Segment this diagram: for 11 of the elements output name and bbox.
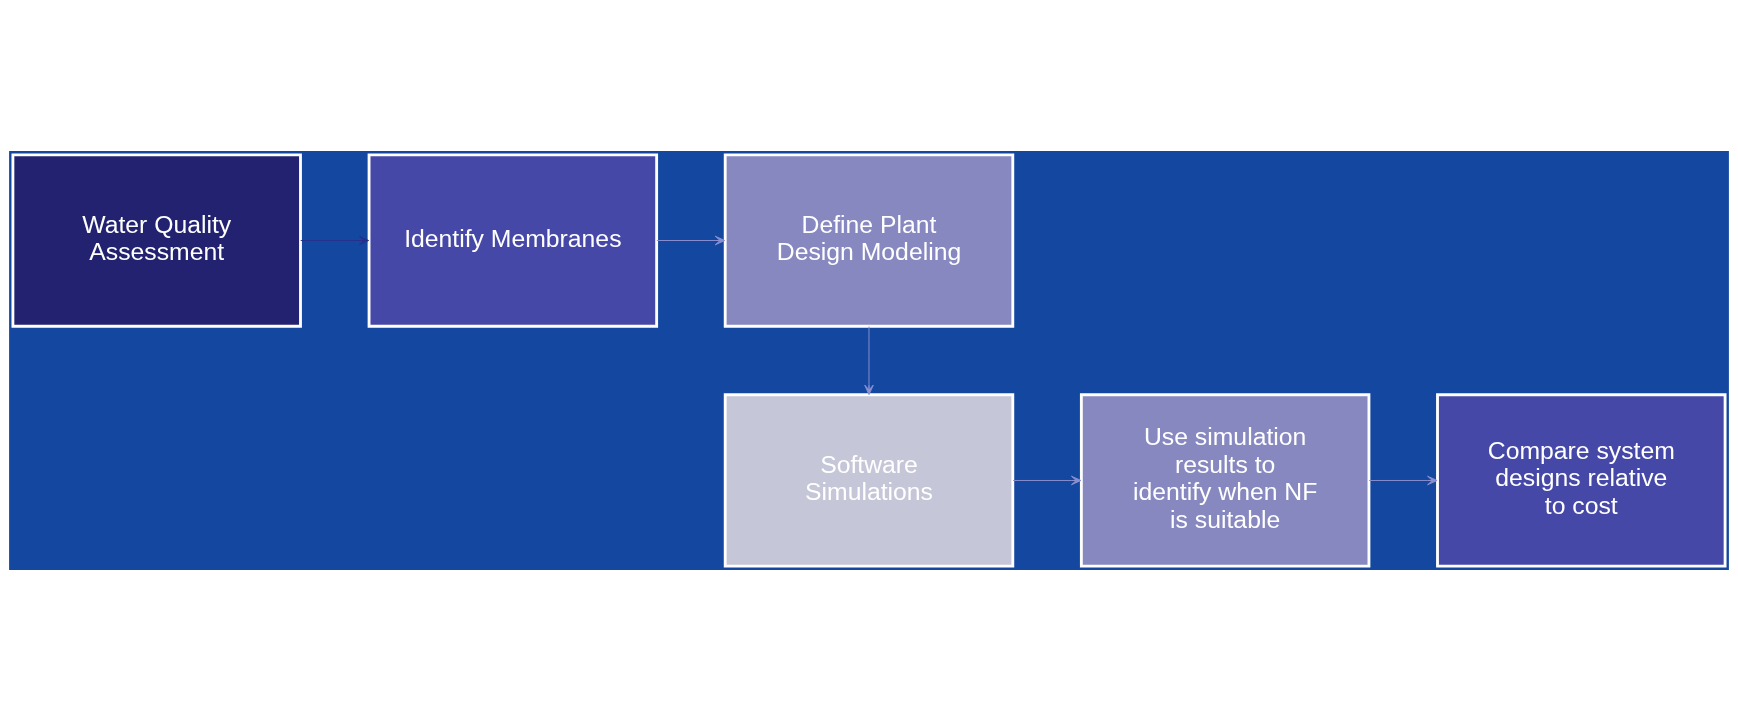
arrow [1368, 475, 1438, 486]
node-box: Water Quality Assessment [11, 153, 302, 328]
arrow [1012, 475, 1082, 486]
node-box: Compare system designs relative to cost [1436, 393, 1727, 568]
node-box: Define Plant Design Modeling [723, 153, 1015, 328]
node-box: Use simulation results to identify when NF is suitable [1079, 393, 1371, 568]
arrow [864, 325, 874, 396]
node-box: Software Simulations [723, 393, 1015, 568]
node-box: Identify Membranes [367, 153, 659, 328]
arrow [300, 235, 370, 246]
arrow [656, 235, 726, 246]
